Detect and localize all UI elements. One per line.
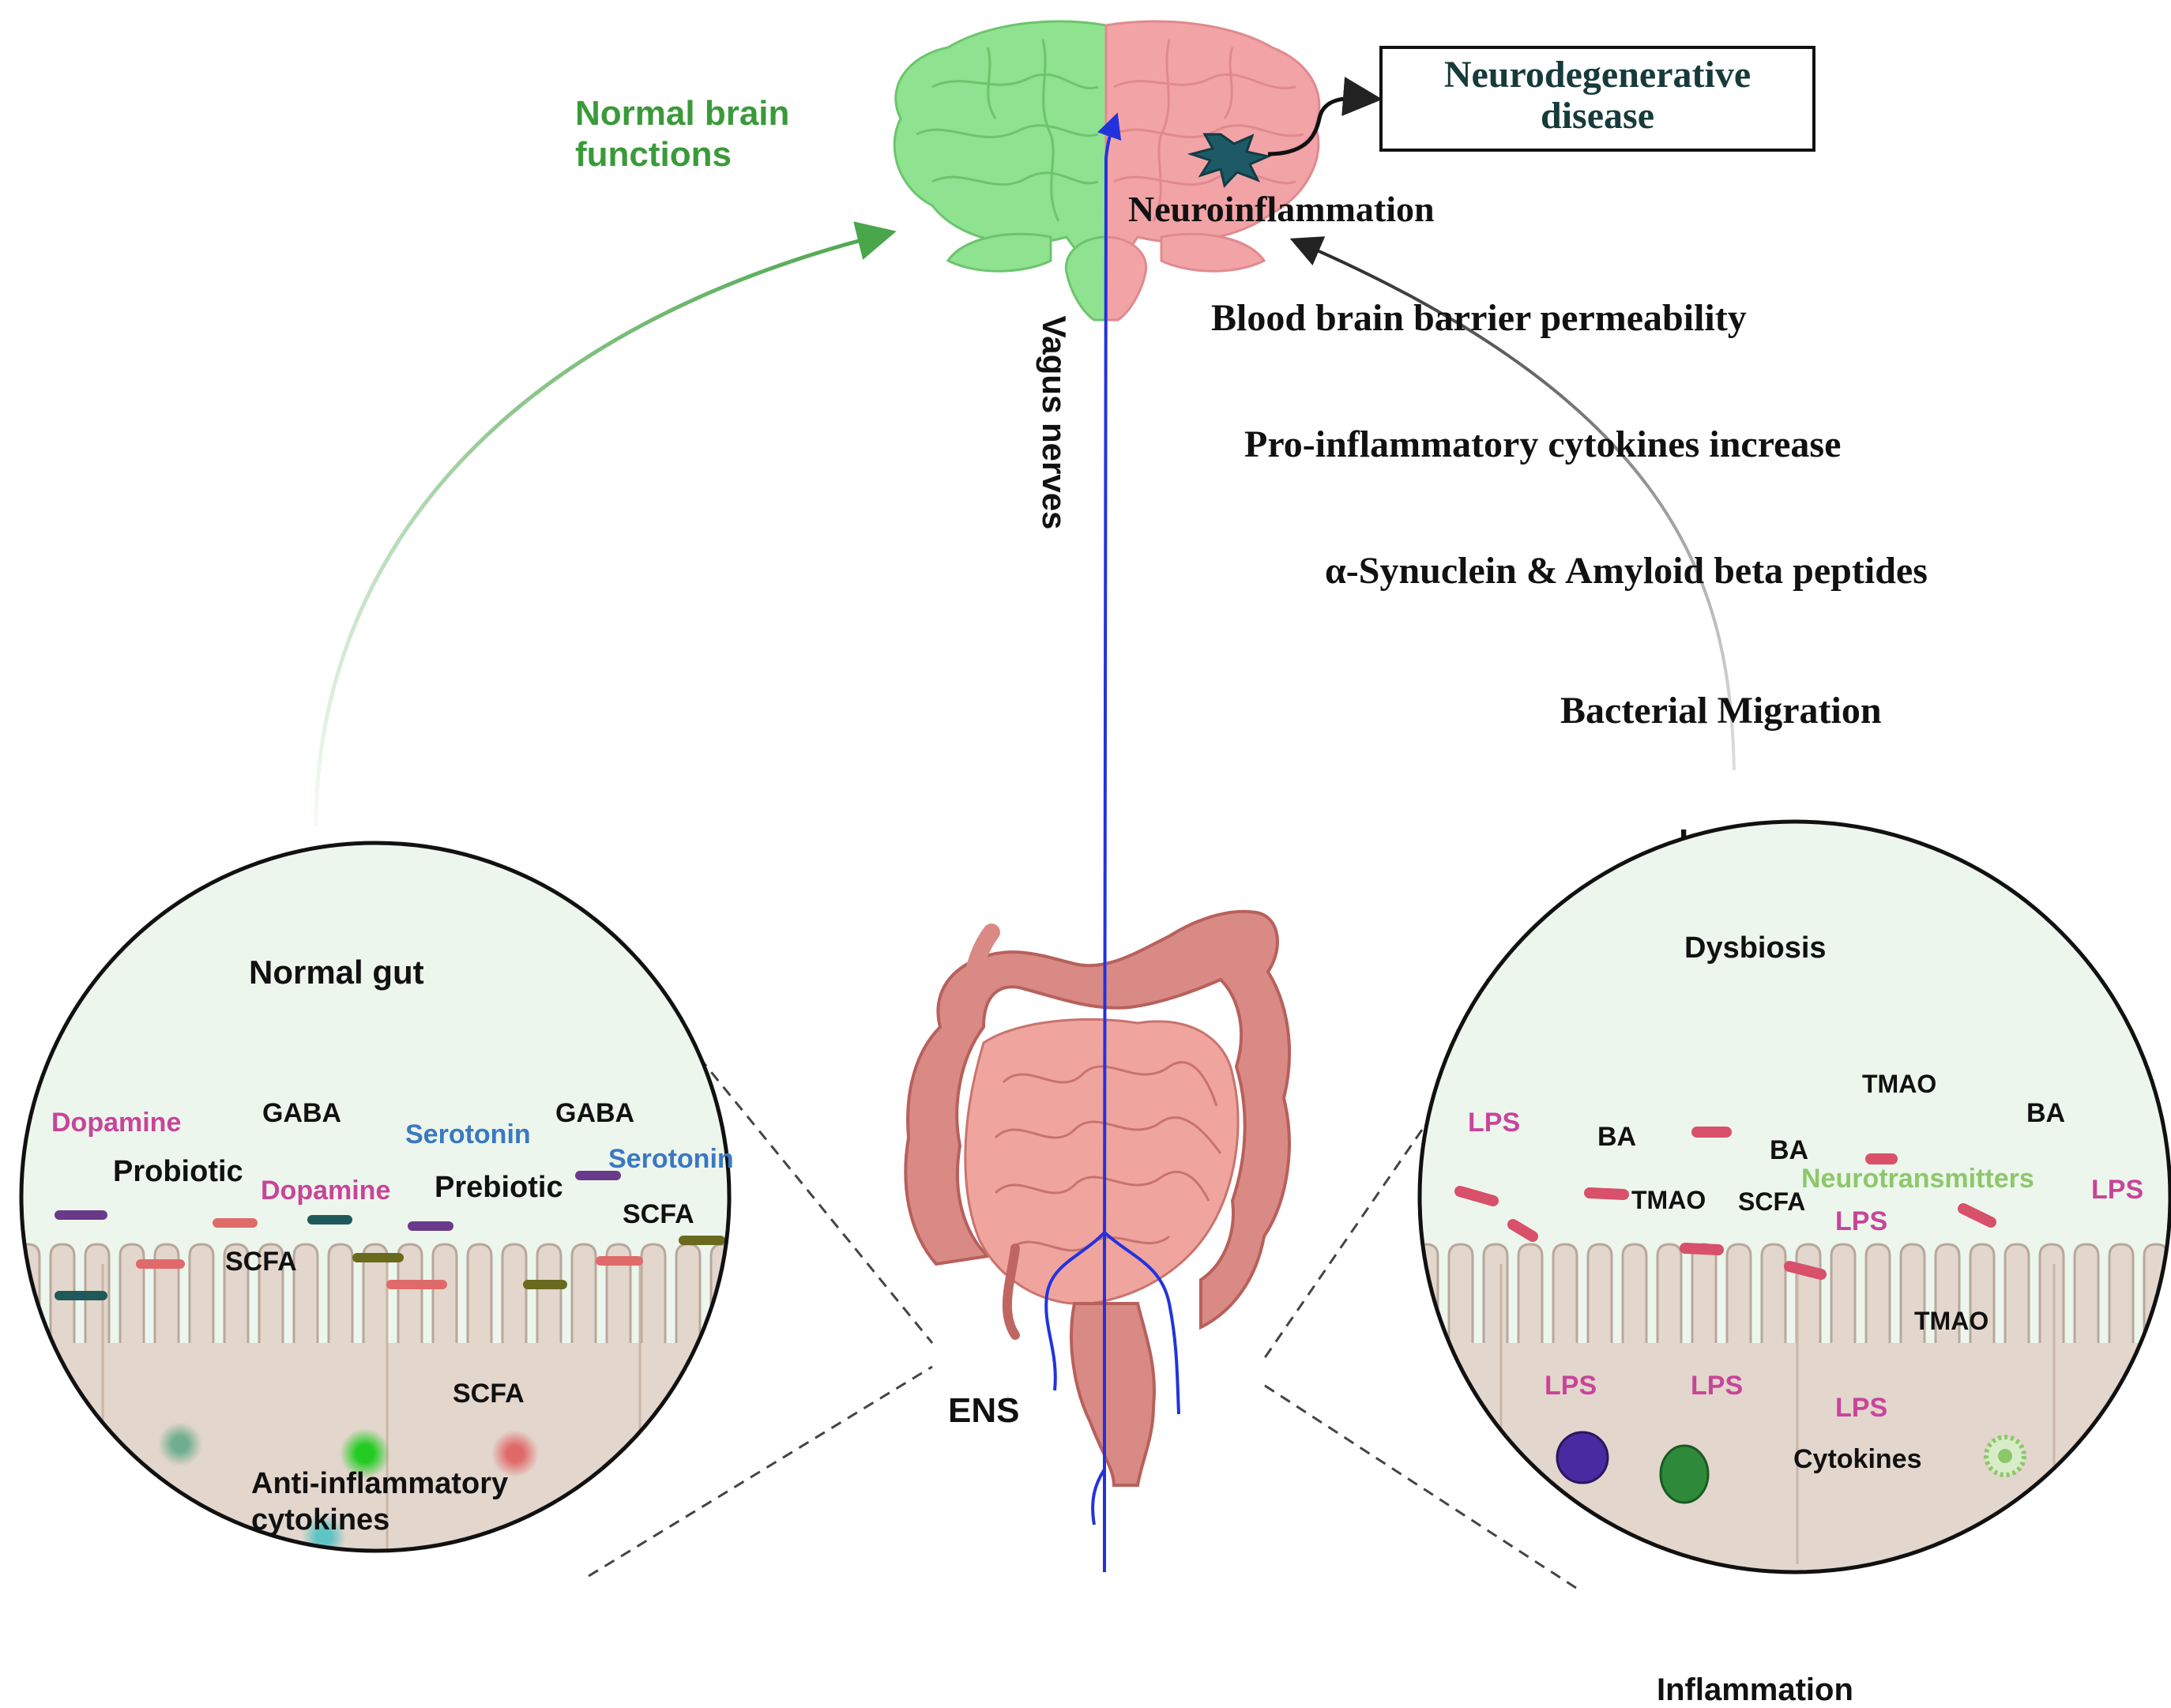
label-ba-2: BA (1770, 1135, 1808, 1165)
ens-label: ENS (948, 1391, 1019, 1430)
label-lps-1: LPS (1468, 1108, 1520, 1138)
anti-inflammatory-line-2: cytokines (251, 1503, 389, 1537)
rectum (1070, 1302, 1156, 1487)
leaky-gut-pathway-arrow (1289, 236, 1736, 771)
metabolite-rods (55, 1171, 725, 1300)
brainstem-left (1064, 235, 1108, 322)
label-prebiotic: Prebiotic (435, 1171, 563, 1204)
label-tmao-1: TMAO (1862, 1070, 1936, 1098)
vagus-branch-left (1044, 1231, 1106, 1391)
zoom-lines (588, 1042, 1577, 1589)
label-serotonin-1: Serotonin (405, 1119, 531, 1149)
normal-brain-functions-line-1: Normal brain (575, 94, 789, 133)
brainstem-right (1104, 235, 1148, 322)
cerebellum-left (946, 232, 1052, 273)
dysbiosis-panel: Dysbiosis LPS LPS LPS LPS LPS LPS BA BA … (1417, 819, 2171, 1707)
cerebellum-right (1160, 232, 1266, 273)
anti-inflammatory-line-1: Anti-inflammatory (251, 1467, 508, 1500)
esophagus-stub (963, 924, 1000, 988)
label-dopamine-1: Dopamine (51, 1108, 181, 1138)
vagus-nerves-label: Vagus nerves (1036, 316, 1073, 530)
label-lps-4: LPS (1545, 1371, 1597, 1401)
brain-folds (916, 39, 1304, 222)
label-probiotic: Probiotic (113, 1155, 243, 1188)
label-dopamine-2: Dopamine (261, 1176, 390, 1206)
dysbiosis-circle (1417, 819, 2171, 1574)
appendix (1002, 1243, 1020, 1340)
label-lps-2: LPS (2091, 1175, 2143, 1205)
pathway-step-synuclein: α-Synuclein & Amyloid beta peptides (1325, 550, 1928, 592)
pathway-step-bbb: Blood brain barrier permeability (1211, 297, 1747, 339)
label-lps-6: LPS (1835, 1393, 1887, 1423)
label-cytokines: Cytokines (1793, 1444, 1922, 1474)
lesion-star-icon (1187, 133, 1272, 189)
neuroinflammation-label: Neuroinflammation (1128, 189, 1435, 229)
bacteria-rods (1454, 1127, 1996, 1280)
label-lps-5: LPS (1691, 1371, 1743, 1401)
label-ba-1: BA (1597, 1122, 1636, 1152)
pathway-step-cytokines: Pro-inflammatory cytokines increase (1244, 423, 1841, 465)
brain-left-hemisphere (893, 20, 1108, 265)
cytokine-glow-green (340, 1428, 390, 1479)
immune-cell-green (1659, 1444, 1710, 1504)
cytokine-glow-red (491, 1430, 539, 1477)
label-neurotransmitters: Neurotransmitters (1801, 1164, 2034, 1194)
label-lps-3: LPS (1835, 1206, 1887, 1236)
disease-connector-arrow (1267, 77, 1383, 156)
normal-gut-panel: Normal gut Dopamine Dopamine GABA GABA S… (19, 841, 734, 1553)
dysbiosis-title: Dysbiosis (1684, 931, 1827, 965)
pathway-step-bacterial: Bacterial Migration (1560, 690, 1882, 732)
disease-label-line-1: Neurodegenerative (1444, 54, 1751, 96)
normal-gut-circle (19, 841, 732, 1553)
small-intestine (964, 1018, 1240, 1305)
vagus-branch-right (1103, 1231, 1180, 1415)
vagus-branch-low (1091, 1468, 1106, 1526)
label-scfa-2: SCFA (225, 1247, 297, 1277)
label-scfa-1: SCFA (623, 1199, 694, 1229)
intestine-illustration (904, 909, 1291, 1487)
normal-gut-title: Normal gut (249, 954, 424, 991)
label-tmao-3: TMAO (1914, 1307, 1989, 1335)
disease-box (1379, 46, 1815, 152)
inflammation-label: Inflammation (1657, 1672, 1853, 1707)
label-scfa-3: SCFA (453, 1379, 525, 1409)
normal-brain-functions-line-2: functions (575, 135, 732, 174)
label-scfa-dys: SCFA (1738, 1187, 1805, 1216)
label-ba-3: BA (2026, 1098, 2065, 1128)
label-gaba-2: GABA (555, 1098, 634, 1128)
disease-label-line-2: disease (1541, 95, 1654, 137)
brain-illustration (893, 20, 1383, 322)
label-tmao-2: TMAO (1631, 1186, 1706, 1214)
normal-pathway-arrow (314, 221, 897, 826)
label-gaba-1: GABA (262, 1098, 341, 1128)
immune-cell-purple (1556, 1431, 1609, 1484)
label-serotonin-2: Serotonin (608, 1144, 734, 1174)
cytokine-glow-teal (158, 1422, 202, 1466)
